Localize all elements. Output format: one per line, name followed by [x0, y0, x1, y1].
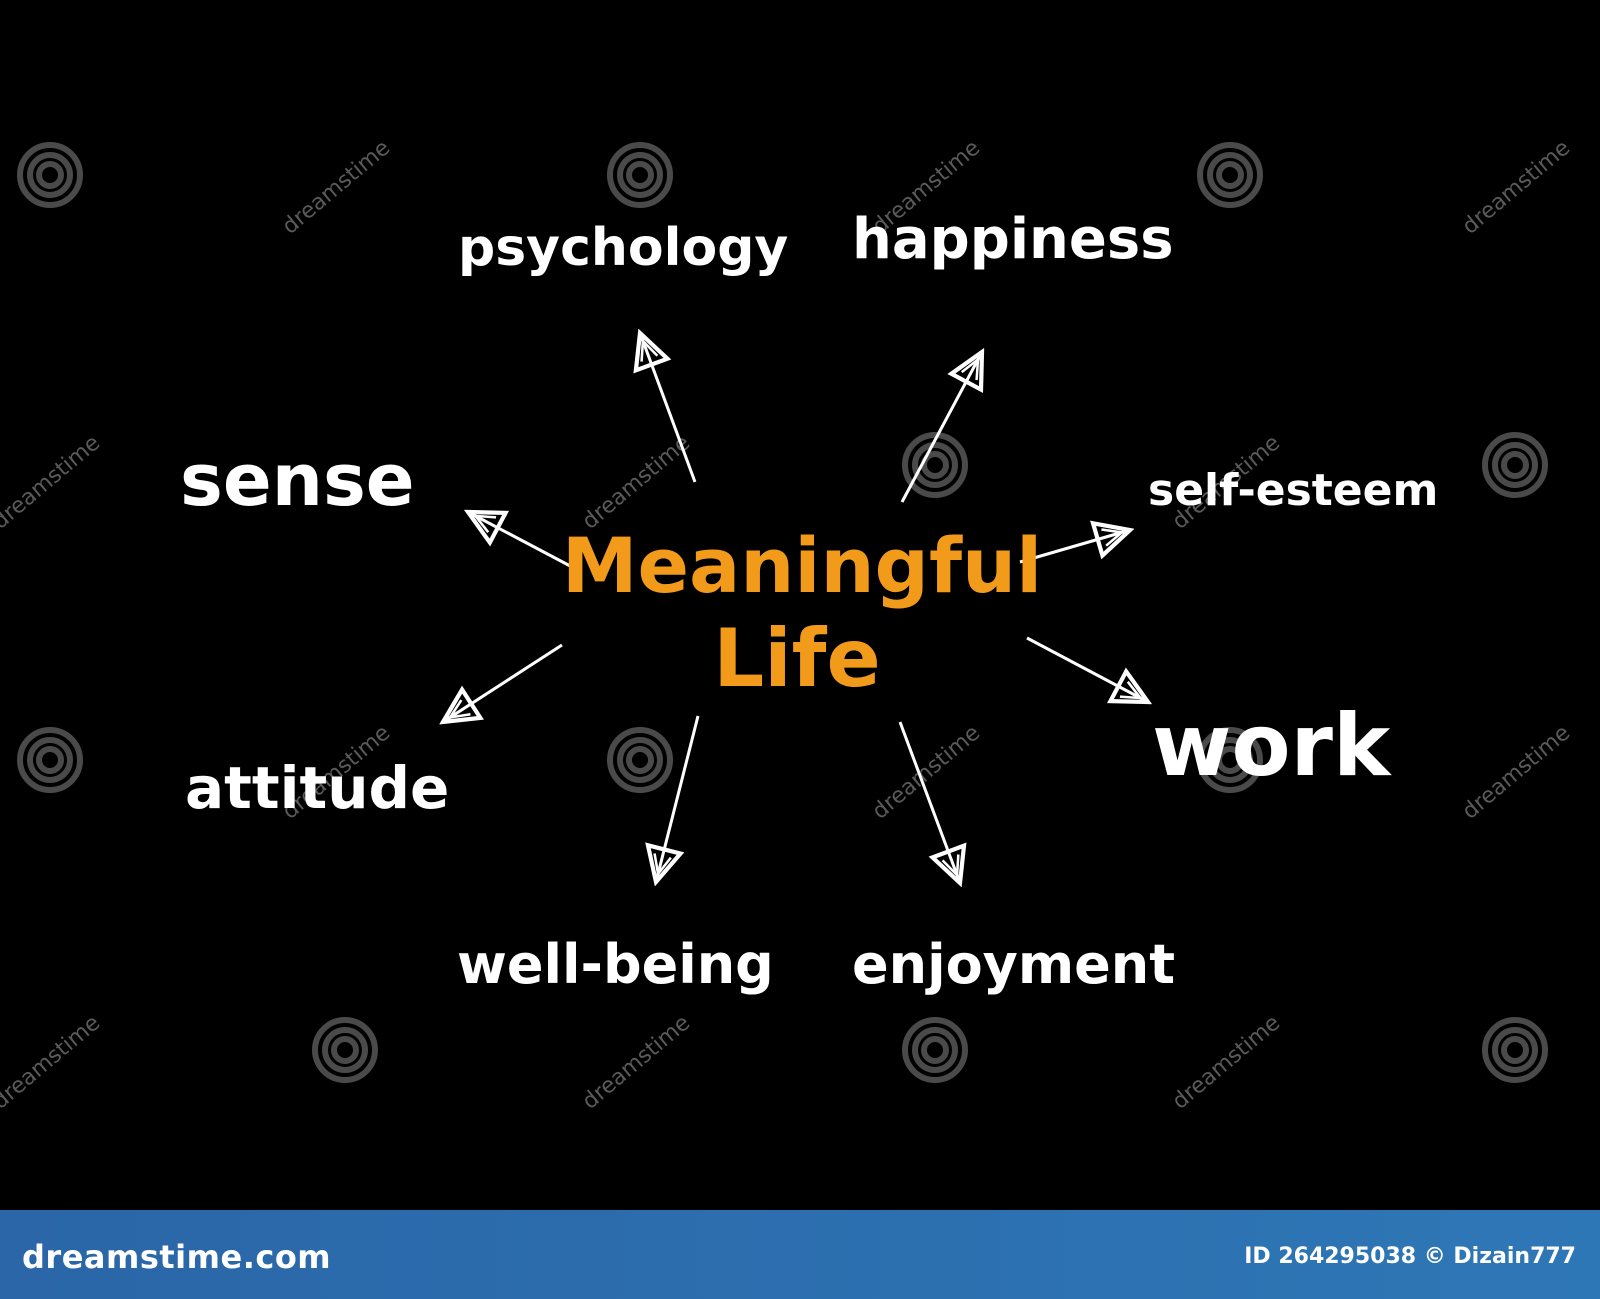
- watermark-swirl-icon: [1197, 142, 1263, 208]
- watermark-text: dreamstime: [0, 1011, 105, 1115]
- arrow-enjoyment: [898, 721, 960, 883]
- watermark-text: dreamstime: [1168, 1011, 1285, 1115]
- node-happiness: happiness: [852, 207, 1174, 272]
- watermark-swirl-icon: [17, 727, 83, 793]
- node-sense: sense: [180, 438, 415, 522]
- watermark-swirl-icon: [17, 142, 83, 208]
- node-work: work: [1152, 696, 1392, 796]
- watermark-swirl-icon: [902, 432, 968, 498]
- arrow-psychology: [640, 333, 697, 483]
- arrow-happiness: [900, 352, 982, 503]
- watermark-swirl-icon: [1482, 432, 1548, 498]
- arrow-well-being: [656, 715, 700, 882]
- watermark-text: dreamstime: [278, 136, 395, 240]
- footer-bar: dreamstime.com ID 264295038 © Dizain777: [0, 1210, 1600, 1299]
- arrow-self-esteem: [1019, 530, 1130, 564]
- watermark-text: dreamstime: [1458, 136, 1575, 240]
- node-psychology: psychology: [458, 218, 788, 278]
- arrow-work: [1026, 636, 1148, 702]
- footer-logo[interactable]: dreamstime.com: [22, 1238, 332, 1276]
- footer-image-id: ID 264295038 © Dizain777: [1244, 1244, 1576, 1269]
- center-topic-line1: Meaningful: [562, 521, 1042, 610]
- arrow-attitude: [443, 643, 563, 722]
- watermark-text: dreamstime: [578, 1011, 695, 1115]
- watermark-swirl-icon: [1482, 1017, 1548, 1083]
- node-enjoyment: enjoyment: [852, 933, 1175, 996]
- node-attitude: attitude: [185, 754, 449, 822]
- watermark-text: dreamstime: [578, 431, 695, 535]
- watermark-swirl-icon: [607, 142, 673, 208]
- watermark-text: dreamstime: [1458, 721, 1575, 825]
- watermark-swirl-icon: [607, 727, 673, 793]
- mind-map: dreamstime dreamstime dreamstime dreamstime…: [0, 136, 1575, 1115]
- center-topic-line2: Life: [713, 612, 880, 705]
- arrow-sense: [468, 512, 575, 570]
- watermark-swirl-icon: [312, 1017, 378, 1083]
- diagram-canvas: dreamstime dreamstime dreamstime dreamstime…: [0, 135, 1576, 1115]
- watermark-text: dreamstime: [0, 431, 105, 535]
- watermark-swirl-icon: [902, 1017, 968, 1083]
- node-well-being: well-being: [457, 933, 774, 996]
- node-self-esteem: self-esteem: [1148, 465, 1438, 516]
- watermark-text: dreamstime: [868, 721, 985, 825]
- watermark-swirl-icon: [1197, 727, 1263, 793]
